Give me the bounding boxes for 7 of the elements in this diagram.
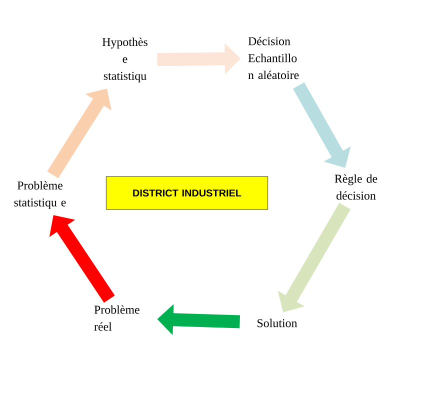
step-label: Problème réel xyxy=(94,305,140,331)
title-box: DISTRICT INDUSTRIEL xyxy=(106,176,268,210)
step-label: Solution xyxy=(258,318,298,328)
step-label: Hypothès e statistiqu xyxy=(102,38,148,82)
step-label: Problème statistiqu e xyxy=(14,181,66,209)
step-label: Règle de décision xyxy=(334,174,378,200)
step-label: Décision Echantillo n aléatoire xyxy=(248,36,299,80)
